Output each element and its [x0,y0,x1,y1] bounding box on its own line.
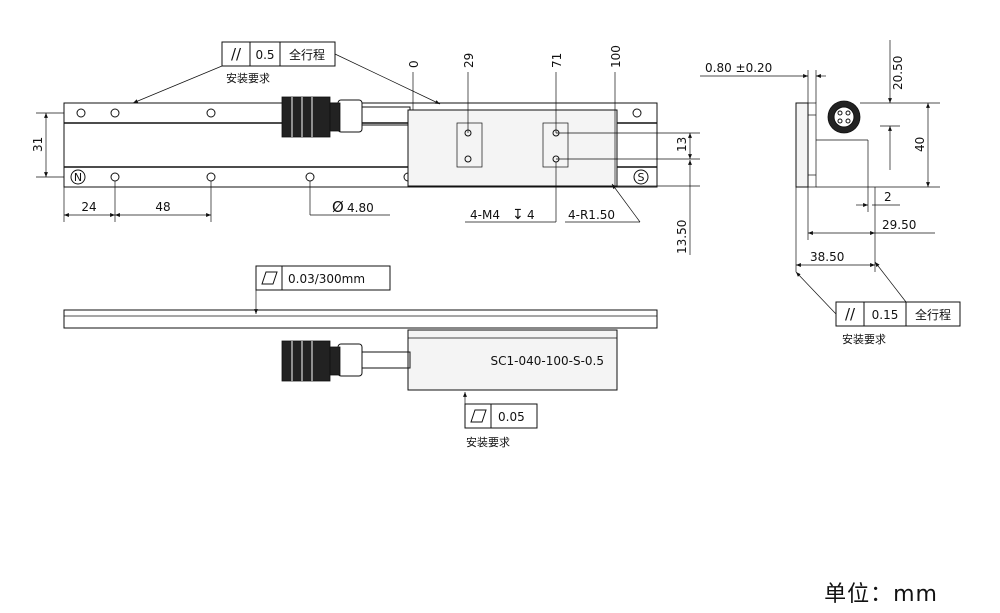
north-marker: N [70,169,86,185]
parallelism-frame-top: // 0.5 全行程 安装要求 [132,41,441,105]
hole-diameter: 4.80 [347,201,374,215]
dim-31: 31 [31,137,45,152]
slider-pad-left [456,122,483,168]
model-number: SC1-040-100-S-0.5 [491,354,604,368]
parallel-value-side: 0.15 [872,308,899,322]
connector [281,96,411,138]
slider-front [407,329,618,391]
install-req-label-side: 安装要求 [842,332,886,346]
parallel-value: 0.5 [255,48,274,62]
scale-0: 0 [407,60,421,68]
flatness-frame-slider: 0.05 安装要求 [463,392,538,449]
radius-spec: 4-R1.50 [568,208,615,222]
dim-2: 2 [884,190,892,204]
dim-48: 48 [155,200,170,214]
flatness-slider-value: 0.05 [498,410,525,424]
north-marker-label: N [74,171,82,184]
side-view: 0.80 ±0.20 20.50 40 2 29.50 38.50 [700,40,961,346]
parallel-symbol: // [231,45,242,63]
scale-29: 29 [462,53,476,68]
units-label: 单位：mm [824,582,938,607]
install-req-label-front: 安装要求 [466,435,510,449]
flatness-icon [261,271,278,285]
dim-0-80: 0.80 ±0.20 [705,61,772,75]
dim-13: 13 [675,137,689,152]
front-view: 0.03/300mm SC1-040-100-S-0.5 0.05 安装要求 [63,265,658,449]
thread-depth: 4 [527,208,535,222]
diameter-icon: Ø [332,198,344,216]
parallel-note-side: 全行程 [915,307,951,322]
parallelism-frame-side: // 0.15 全行程 安装要求 [795,261,961,346]
south-marker-label: S [638,171,645,184]
connector-front [281,340,411,382]
top-view: N S 0 29 71 100 [31,41,700,255]
slider-block [407,109,618,187]
dim-20-50: 20.50 [891,56,905,90]
dim-24: 24 [81,200,96,214]
dim-29-50: 29.50 [882,218,916,232]
flatness-frame-rail: 0.03/300mm [254,265,391,314]
flatness-rail-value: 0.03/300mm [288,272,365,286]
dim-40: 40 [913,137,927,152]
south-marker: S [633,169,649,185]
dim-13-50: 13.50 [675,220,689,254]
dim-38-50: 38.50 [810,250,844,264]
thread-spec: 4-M4 [470,208,500,222]
parallel-note: 全行程 [289,47,325,62]
slider-pad-right [542,122,569,168]
scale-71: 71 [550,53,564,68]
scale-100: 100 [609,45,623,68]
parallel-symbol-side: // [845,305,856,323]
depth-icon: ↧ [512,207,524,223]
side-plate [795,102,809,188]
install-req-label: 安装要求 [226,71,270,85]
rail-front [63,309,658,329]
